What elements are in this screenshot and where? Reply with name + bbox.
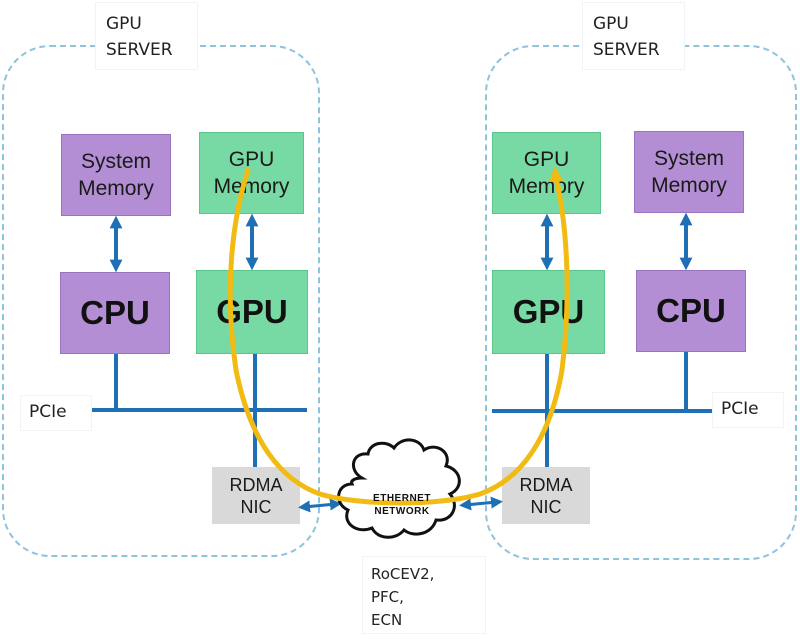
right-gpu-memory: GPU Memory xyxy=(492,132,601,214)
left-cpu: CPU xyxy=(60,272,170,354)
protocol-ecn: ECN xyxy=(371,611,403,629)
right-gpu-memory-line1: GPU xyxy=(523,148,570,171)
left-rdma-nic-line2: NIC xyxy=(240,496,272,517)
left-gpu-memory: GPU Memory xyxy=(199,132,304,214)
right-pcie-text: PCIe xyxy=(721,399,759,419)
protocol-pfc: PFC, xyxy=(371,588,404,606)
right-system-memory-line1: System xyxy=(653,147,724,170)
ethernet-network-label: ETHERNET NETWORK xyxy=(362,492,442,518)
right-server-title-line2: SERVER xyxy=(593,40,660,60)
left-pcie-text: PCIe xyxy=(29,402,67,422)
right-cpu: CPU xyxy=(636,270,746,352)
right-system-memory: System Memory xyxy=(634,131,744,213)
left-gpu: GPU xyxy=(196,270,308,354)
left-gpu-memory-line2: Memory xyxy=(213,175,290,198)
left-system-memory-line2: Memory xyxy=(78,177,154,200)
right-rdma-nic-line1: RDMA xyxy=(519,474,573,495)
ethernet-network-line2: NETWORK xyxy=(374,506,430,517)
right-rdma-nic-line2: NIC xyxy=(530,496,562,517)
right-server-title: GPU SERVER xyxy=(582,2,685,70)
right-system-memory-line2: Memory xyxy=(651,174,727,197)
right-gpu: GPU xyxy=(492,270,605,354)
left-system-memory-line1: System xyxy=(80,150,151,173)
left-cpu-label: CPU xyxy=(80,294,150,331)
left-server-title-line1: GPU xyxy=(106,14,142,34)
right-rdma-nic: RDMA NIC xyxy=(502,467,590,524)
left-server-title: GPU SERVER xyxy=(95,2,198,70)
left-system-memory: System Memory xyxy=(61,134,171,216)
left-rdma-nic-line1: RDMA xyxy=(229,474,283,495)
right-gpu-label: GPU xyxy=(512,293,585,330)
left-rdma-nic: RDMA NIC xyxy=(212,467,300,524)
ethernet-cloud-icon xyxy=(337,438,461,539)
right-cpu-label: CPU xyxy=(656,292,726,329)
left-pcie-label: PCIe xyxy=(20,395,92,431)
left-gpu-label: GPU xyxy=(216,293,288,330)
ethernet-network-line1: ETHERNET xyxy=(373,493,431,504)
left-server-title-line2: SERVER xyxy=(106,40,173,60)
right-server-title-line1: GPU xyxy=(593,14,629,34)
protocol-label: RoCEV2, PFC, ECN xyxy=(362,556,486,634)
right-gpu-memory-line2: Memory xyxy=(508,175,585,198)
left-gpu-memory-line1: GPU xyxy=(228,148,275,171)
protocol-roce: RoCEV2, xyxy=(371,565,435,583)
right-pcie-label: PCIe xyxy=(712,392,784,428)
